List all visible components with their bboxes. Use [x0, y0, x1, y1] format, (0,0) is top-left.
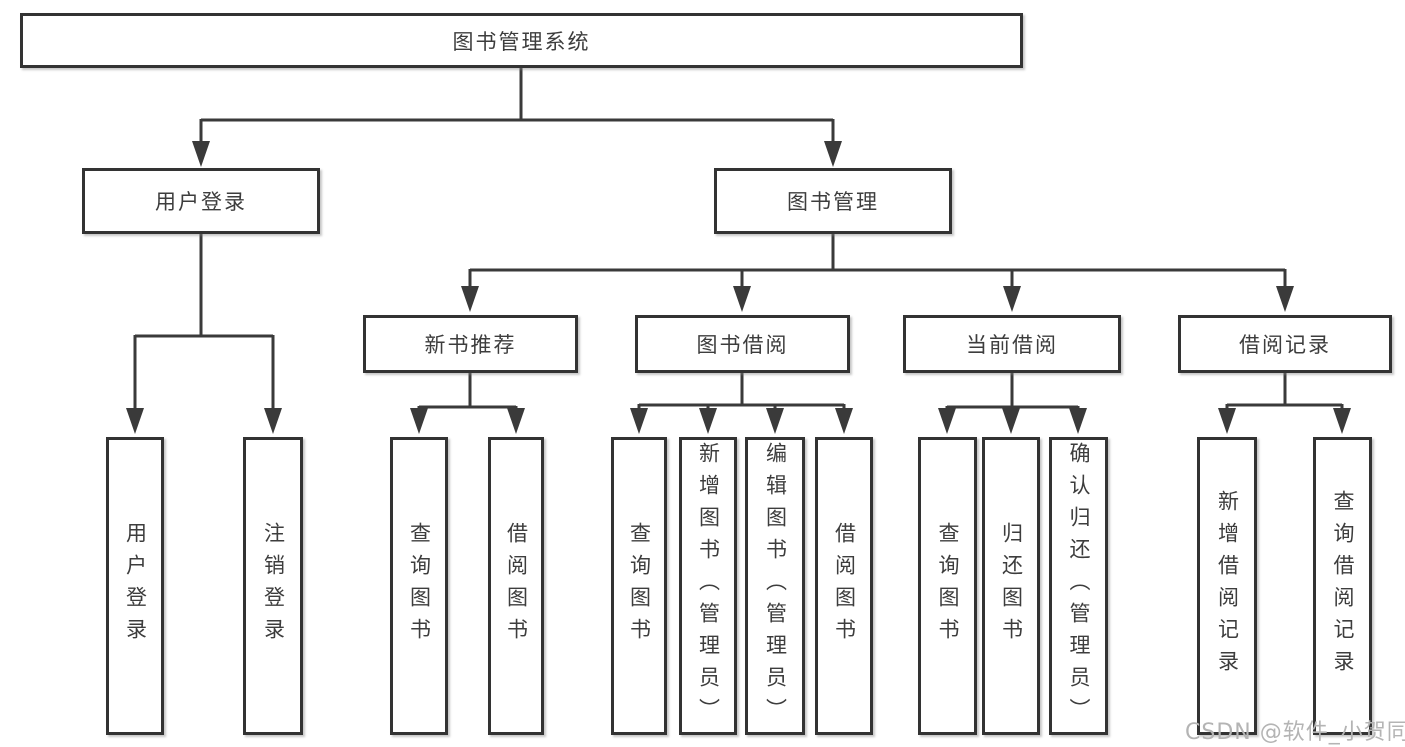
arrowhead — [938, 408, 956, 434]
leaf-query-books-borrow: 查询图书 — [611, 437, 667, 735]
arrowhead — [630, 408, 648, 434]
node-label: 借阅记录 — [1239, 333, 1331, 357]
node-label: 借阅图书 — [832, 522, 857, 650]
node-label: 新书推荐 — [424, 333, 517, 357]
arrowhead — [1069, 408, 1087, 434]
arrowhead — [835, 408, 853, 434]
node-label: 借阅图书 — [504, 522, 529, 650]
leaf-query-borrow-record: 查询借阅记录 — [1313, 437, 1372, 735]
arrowhead — [1276, 286, 1294, 312]
leaf-user-login: 用户登录 — [106, 437, 164, 735]
arrowhead — [126, 408, 144, 434]
node-user-login: 用户登录 — [82, 168, 320, 234]
leaf-borrow-books: 借阅图书 — [815, 437, 873, 735]
node-book-borrowing: 图书借阅 — [635, 315, 850, 373]
node-label: 查询借阅记录 — [1331, 490, 1356, 682]
arrowhead — [1003, 286, 1021, 312]
leaf-query-books-recommend: 查询图书 — [390, 437, 448, 735]
arrowhead — [1333, 408, 1351, 434]
arrowhead — [410, 408, 428, 434]
leaf-edit-books-admin: 编辑图书（管理员） — [745, 437, 805, 735]
leaf-borrow-books-recommend: 借阅图书 — [488, 437, 544, 735]
node-label: 新增图书（管理员） — [696, 442, 721, 730]
arrowhead — [264, 408, 282, 434]
leaf-add-borrow-record: 新增借阅记录 — [1197, 437, 1257, 735]
leaf-return-books: 归还图书 — [982, 437, 1040, 735]
csdn-watermark: CSDN @软件_小贺同学 — [1185, 720, 1405, 745]
node-label: 图书管理系统 — [452, 29, 591, 54]
node-borrowing-records: 借阅记录 — [1178, 315, 1392, 373]
node-label: 查询图书 — [936, 522, 961, 650]
arrowhead — [766, 408, 784, 434]
node-label: 图书借阅 — [696, 333, 789, 357]
arrowhead — [507, 408, 525, 434]
leaf-logout: 注销登录 — [243, 437, 303, 735]
leaf-query-books-current: 查询图书 — [918, 437, 977, 735]
node-book-management: 图书管理 — [714, 168, 952, 234]
arrowhead — [192, 141, 210, 167]
node-new-book-recommendation: 新书推荐 — [363, 315, 578, 373]
node-label: 当前借阅 — [966, 333, 1058, 357]
node-label: 用户登录 — [155, 190, 247, 214]
leaf-add-books-admin: 新增图书（管理员） — [679, 437, 737, 735]
node-library-management-system: 图书管理系统 — [20, 13, 1023, 68]
node-label: 用户登录 — [123, 522, 148, 650]
node-label: 查询图书 — [627, 522, 652, 650]
node-label: 新增借阅记录 — [1215, 490, 1240, 682]
arrowhead — [461, 286, 479, 312]
node-label: 确认归还（管理员） — [1067, 442, 1092, 730]
node-label: 查询图书 — [407, 522, 432, 650]
node-current-borrowing: 当前借阅 — [903, 315, 1121, 373]
arrowhead — [824, 141, 842, 167]
node-label: 图书管理 — [787, 190, 879, 214]
arrowheads — [126, 141, 1351, 434]
arrowhead — [699, 408, 717, 434]
arrowhead — [1002, 408, 1020, 434]
arrowhead — [733, 286, 751, 312]
leaf-confirm-return-admin: 确认归还（管理员） — [1049, 437, 1108, 735]
arrowhead — [1218, 408, 1236, 434]
node-label: 编辑图书（管理员） — [763, 442, 788, 730]
node-label: 归还图书 — [999, 522, 1024, 650]
node-label: 注销登录 — [261, 522, 286, 650]
